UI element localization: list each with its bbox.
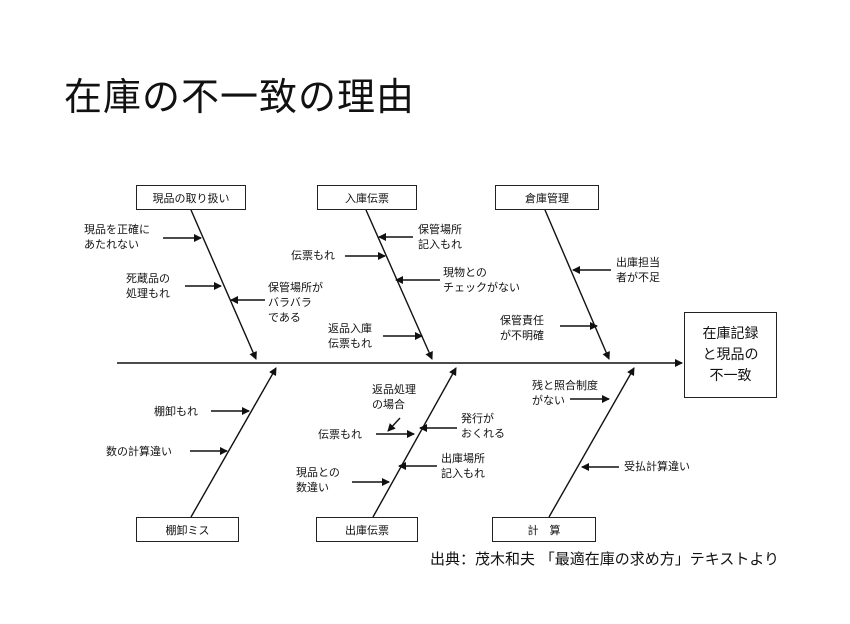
bone-warehouse — [544, 209, 610, 360]
bone-handling — [190, 209, 257, 360]
category-receiving: 入庫伝票 — [317, 185, 417, 210]
cause-label: 発行が おくれる — [461, 412, 505, 440]
category-shipping: 出庫伝票 — [316, 517, 418, 542]
cause-label: 現品との 数違い — [296, 466, 340, 494]
effect-text: 在庫記録 と現品の 不一致 — [702, 325, 759, 384]
cause-label: 返品入庫 伝票もれ — [328, 322, 372, 350]
bone-calc — [548, 367, 635, 518]
cause-label: 返品処理 の場合 — [372, 383, 416, 411]
category-stocktake: 棚卸ミス — [136, 517, 239, 542]
cause-label: 数の計算違い — [106, 445, 172, 458]
cause-label: 残と照合制度 がない — [532, 379, 598, 407]
cause-label: 出庫担当 者が不足 — [616, 256, 660, 284]
cause-label: 出庫場所 記入もれ — [441, 452, 485, 480]
cause-label: 保管責任 が不明確 — [500, 314, 544, 342]
cause-label: 保管場所が バラバラ である — [268, 281, 323, 324]
cause-label: 保管場所 記入もれ — [418, 223, 462, 251]
cause-label: 伝票もれ — [318, 428, 362, 441]
bone-stocktake — [190, 367, 277, 518]
bone-shipping — [372, 367, 457, 518]
cause-label: 受払計算違い — [624, 460, 690, 473]
page-title: 在庫の不一致の理由 — [64, 75, 416, 119]
category-handling: 現品の取り扱い — [136, 185, 246, 210]
cause-label: 伝票もれ — [291, 249, 335, 262]
arrow-p1 — [387, 417, 401, 432]
cause-label: 死蔵品の 処理もれ — [126, 272, 170, 300]
source-citation: 出典：茂木和夫 「最適在庫の求め方」テキストより — [430, 550, 780, 568]
cause-label: 棚卸もれ — [154, 405, 198, 418]
cause-label: 現物との チェックがない — [443, 266, 520, 294]
effect-box: 在庫記録 と現品の 不一致 — [684, 312, 777, 398]
category-warehouse: 倉庫管理 — [495, 185, 599, 210]
cause-label: 現品を正確に あたれない — [84, 223, 150, 251]
category-calc: 計 算 — [492, 517, 596, 542]
